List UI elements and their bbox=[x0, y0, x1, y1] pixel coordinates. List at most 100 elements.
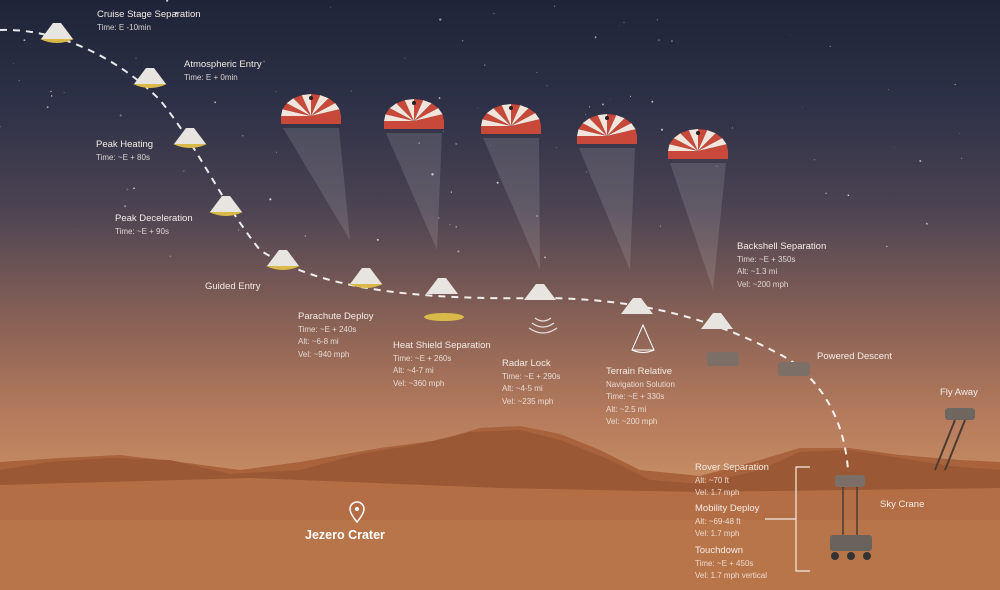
star bbox=[496, 181, 499, 184]
star bbox=[790, 35, 792, 36]
star bbox=[825, 192, 827, 195]
star bbox=[671, 40, 673, 42]
stage-detail: Vel: ~360 mph bbox=[393, 378, 445, 388]
star bbox=[802, 106, 804, 108]
capsule bbox=[349, 268, 383, 288]
star bbox=[351, 90, 353, 92]
parachute bbox=[481, 104, 541, 134]
star bbox=[455, 142, 458, 145]
capsule bbox=[173, 128, 207, 148]
star bbox=[829, 45, 831, 47]
star bbox=[651, 100, 654, 103]
capsule bbox=[266, 250, 300, 270]
star bbox=[556, 147, 557, 148]
star bbox=[536, 214, 539, 218]
touchdown-bracket bbox=[765, 466, 810, 572]
stage-detail: Time: ~E + 90s bbox=[115, 226, 169, 236]
star bbox=[186, 78, 187, 80]
stage-detail: Vel: 1.7 mph bbox=[695, 488, 740, 497]
star bbox=[269, 198, 272, 201]
capsule bbox=[524, 284, 556, 300]
star bbox=[477, 107, 479, 109]
star bbox=[439, 18, 442, 21]
stage-detail: Alt: ~4-7 mi bbox=[393, 366, 434, 375]
star bbox=[585, 171, 588, 173]
stage-detail: Time: ~E + 330s bbox=[606, 392, 665, 401]
stage-detail: Time: E -10min bbox=[97, 22, 151, 32]
star bbox=[847, 194, 850, 197]
capsule bbox=[40, 23, 74, 43]
capsule bbox=[701, 313, 733, 329]
stage-detail: Time: E + 0min bbox=[184, 72, 238, 82]
star bbox=[304, 235, 307, 237]
star bbox=[168, 9, 170, 11]
star bbox=[438, 217, 440, 219]
parachute-cone bbox=[670, 163, 726, 290]
star bbox=[442, 131, 444, 133]
star bbox=[887, 89, 889, 91]
star bbox=[609, 99, 611, 101]
parachute-cone bbox=[483, 138, 540, 270]
parachute bbox=[668, 129, 728, 159]
star bbox=[0, 125, 1, 128]
star bbox=[716, 165, 718, 167]
stage-detail: Time: ~E + 450s bbox=[695, 558, 754, 568]
parachute bbox=[281, 94, 341, 124]
stage-detail: Vel: 1.7 mph vertical bbox=[695, 571, 768, 580]
star bbox=[886, 245, 888, 248]
star bbox=[455, 225, 458, 228]
star bbox=[660, 128, 664, 131]
stage-detail: Vel: ~235 mph bbox=[502, 396, 554, 406]
star bbox=[51, 95, 53, 97]
stage-detail: Alt: ~69-48 ft bbox=[695, 516, 741, 526]
star bbox=[237, 229, 240, 231]
stage-detail: Navigation Solution bbox=[606, 379, 675, 389]
star bbox=[553, 5, 556, 7]
star bbox=[585, 114, 587, 116]
star bbox=[449, 223, 451, 226]
stage-title: Rover Separation bbox=[695, 462, 769, 473]
star bbox=[462, 39, 464, 42]
star bbox=[418, 142, 421, 144]
trajectory-path bbox=[0, 28, 849, 471]
star bbox=[166, 0, 169, 2]
star bbox=[623, 21, 625, 24]
rover bbox=[830, 535, 872, 560]
star bbox=[13, 63, 14, 65]
stage-title: Heat Shield Separation bbox=[393, 340, 491, 351]
stage-title: Backshell Separation bbox=[737, 241, 827, 252]
star bbox=[63, 91, 65, 93]
star bbox=[619, 25, 620, 27]
star bbox=[493, 12, 495, 15]
star bbox=[404, 57, 406, 59]
stage-detail: Time: ~E + 260s bbox=[393, 353, 452, 363]
star bbox=[376, 238, 379, 241]
star bbox=[275, 151, 277, 153]
stage-title: Fly Away bbox=[940, 387, 978, 398]
stage-detail: Time: ~E + 80s bbox=[96, 152, 150, 162]
parachute bbox=[577, 114, 637, 144]
star bbox=[490, 145, 491, 147]
stage-label: Fly Away bbox=[940, 387, 978, 400]
star bbox=[133, 187, 135, 190]
stage-detail: Vel: ~940 mph bbox=[298, 349, 350, 359]
star bbox=[813, 158, 816, 161]
map-pin-icon bbox=[349, 501, 365, 524]
star bbox=[457, 250, 460, 253]
stage-label: Powered Descent bbox=[817, 351, 892, 364]
stage-title: Sky Crane bbox=[880, 499, 925, 510]
stage-title: Touchdown bbox=[695, 545, 744, 556]
stage-detail: Alt: ~2.5 mi bbox=[606, 404, 647, 414]
stage-title: Parachute Deploy bbox=[298, 311, 374, 322]
stage-detail: Alt: ~1.3 mi bbox=[737, 267, 778, 276]
star bbox=[536, 71, 538, 74]
